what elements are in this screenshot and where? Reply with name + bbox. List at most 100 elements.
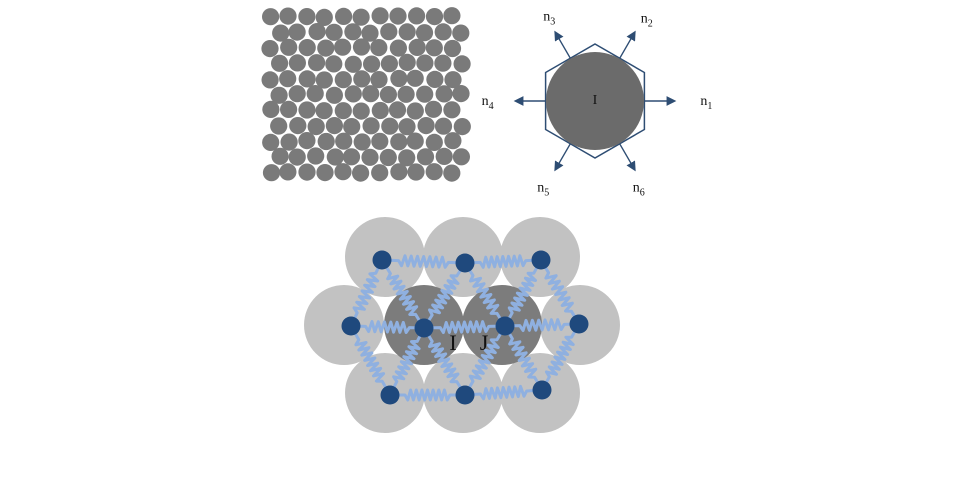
packing-grain [261, 71, 279, 89]
spring [422, 326, 467, 397]
packing-grain [453, 118, 471, 136]
packing-grain [334, 102, 352, 120]
packing-grain [334, 71, 352, 89]
normal-arrow-6 [619, 143, 636, 172]
normal-arrow-5 [554, 143, 571, 172]
packing-grain [370, 71, 388, 89]
grain-center-node [455, 385, 475, 405]
spring [463, 261, 507, 328]
packing-grain [271, 147, 289, 165]
packing-grain [316, 164, 334, 182]
packing-grain [325, 117, 343, 135]
packing-grain [262, 8, 280, 26]
packing-grain [343, 118, 361, 136]
normal-arrow-3 [554, 30, 571, 59]
packing-grain [317, 132, 335, 151]
packing-grain [270, 117, 288, 135]
packing-grain [388, 101, 407, 119]
packing-grain [453, 55, 471, 73]
packing-grain [380, 23, 398, 41]
packing-grain [315, 102, 333, 120]
packing-grain [371, 132, 389, 150]
normal-label-1: n1 [700, 94, 712, 112]
packing-grain [406, 132, 424, 150]
spring [388, 326, 426, 397]
packing-grain [435, 147, 453, 165]
packing-grain [288, 85, 306, 103]
packing-grain [452, 148, 470, 166]
packing-grain [280, 133, 298, 151]
normal-label-3: n3 [543, 9, 555, 27]
packing-grain [352, 38, 371, 56]
packing-grain [443, 7, 461, 25]
packing-grain [288, 54, 306, 72]
packing-grain [390, 69, 408, 88]
grain-packing-panel [261, 7, 471, 182]
packing-grain [361, 24, 379, 42]
packing-grain [371, 101, 389, 120]
packing-grain [335, 7, 353, 25]
packing-grain [307, 147, 325, 165]
packing-grain [262, 164, 281, 182]
packing-grain [289, 117, 307, 135]
packing-grain [397, 85, 415, 103]
packing-grain [298, 70, 316, 88]
packing-grain [362, 85, 380, 103]
spring [349, 324, 392, 397]
packing-grain [279, 163, 297, 181]
packing-grain [308, 23, 326, 41]
packing-grain [270, 86, 288, 104]
packing-grain [444, 71, 462, 89]
spring [422, 320, 507, 334]
packing-grain [298, 39, 316, 57]
packing-grain [306, 85, 324, 103]
normal-label-5: n5 [537, 181, 549, 199]
packing-grain [434, 117, 453, 135]
packing-grain [298, 163, 316, 181]
packing-grain [325, 55, 343, 73]
packing-grain [452, 24, 470, 42]
grain-center-node [380, 385, 400, 405]
packing-grain [398, 53, 416, 71]
spring-network-panel: I J [304, 217, 620, 433]
packing-grain [353, 133, 371, 151]
packing-grain [407, 163, 425, 181]
packing-grain [362, 117, 380, 135]
grain-center-node [341, 316, 361, 336]
packing-grain [280, 38, 298, 56]
spring [503, 324, 544, 392]
packing-grain [435, 85, 453, 103]
normal-arrow-2 [619, 30, 636, 59]
central-grain-i [546, 52, 644, 150]
packing-grain [371, 164, 389, 182]
packing-grain [379, 148, 397, 167]
packing-grain [416, 148, 435, 166]
packing-grain [298, 132, 316, 150]
packing-grain [389, 39, 407, 57]
packing-grain [443, 39, 462, 58]
central-grain-label: I [593, 93, 598, 108]
packing-grain [271, 54, 289, 72]
packing-grain [298, 8, 316, 26]
spring [503, 258, 543, 328]
packing-grain [334, 163, 352, 181]
packing-grain [408, 38, 426, 57]
packing-grain [417, 117, 435, 135]
spring [539, 258, 581, 326]
grain-j-label: J [480, 330, 489, 355]
spring [388, 388, 467, 402]
packing-grain [308, 54, 326, 72]
packing-grain [352, 164, 370, 182]
grain-center-node [569, 314, 589, 334]
packing-grain [344, 55, 362, 73]
packing-grain [424, 100, 443, 118]
packing-grain [352, 8, 370, 26]
packing-grain [335, 132, 353, 150]
packing-grain [425, 163, 443, 181]
grain-center-node [532, 380, 552, 400]
packing-grain [390, 163, 408, 181]
spring [380, 258, 426, 330]
packing-grain [334, 38, 352, 56]
packing-grain [317, 39, 335, 57]
